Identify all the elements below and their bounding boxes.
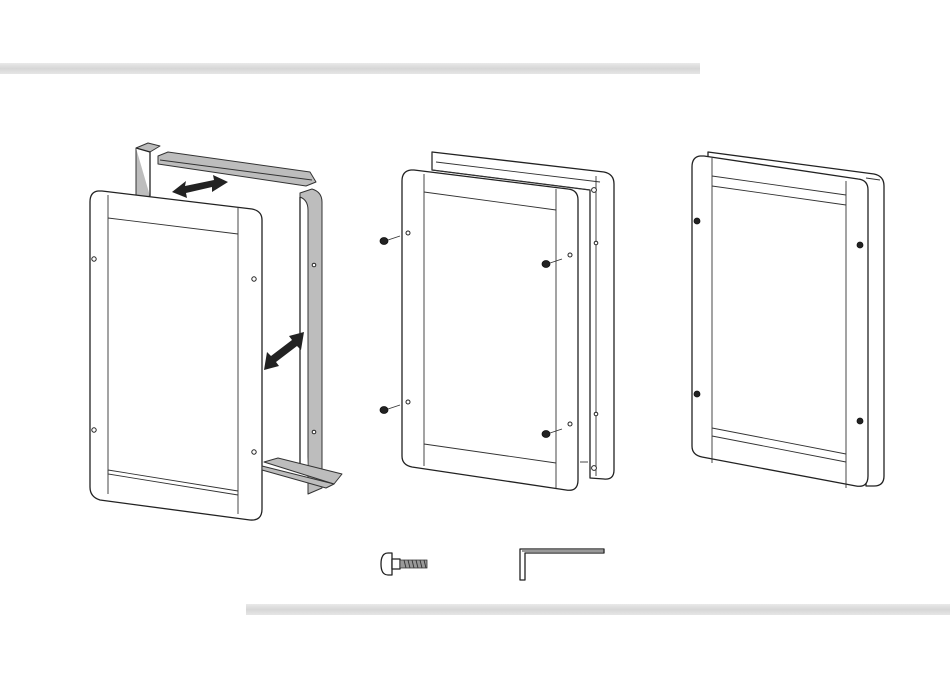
screw-icon <box>380 236 400 245</box>
screw-icon <box>380 405 400 414</box>
front-frame-panel <box>402 170 578 490</box>
left-side-profile <box>136 143 160 200</box>
screw-icon <box>381 553 427 575</box>
step1-exploded-frame <box>90 143 342 520</box>
hex-key-icon <box>520 549 604 580</box>
step2-screw-assembly <box>380 152 614 490</box>
step3-assembled-enclosure <box>692 152 884 488</box>
front-frame-panel <box>90 191 262 520</box>
double-arrow-icon <box>264 332 304 370</box>
right-side-profile <box>300 189 322 494</box>
top-profile-bar <box>158 152 316 186</box>
double-arrow-icon <box>172 175 228 198</box>
